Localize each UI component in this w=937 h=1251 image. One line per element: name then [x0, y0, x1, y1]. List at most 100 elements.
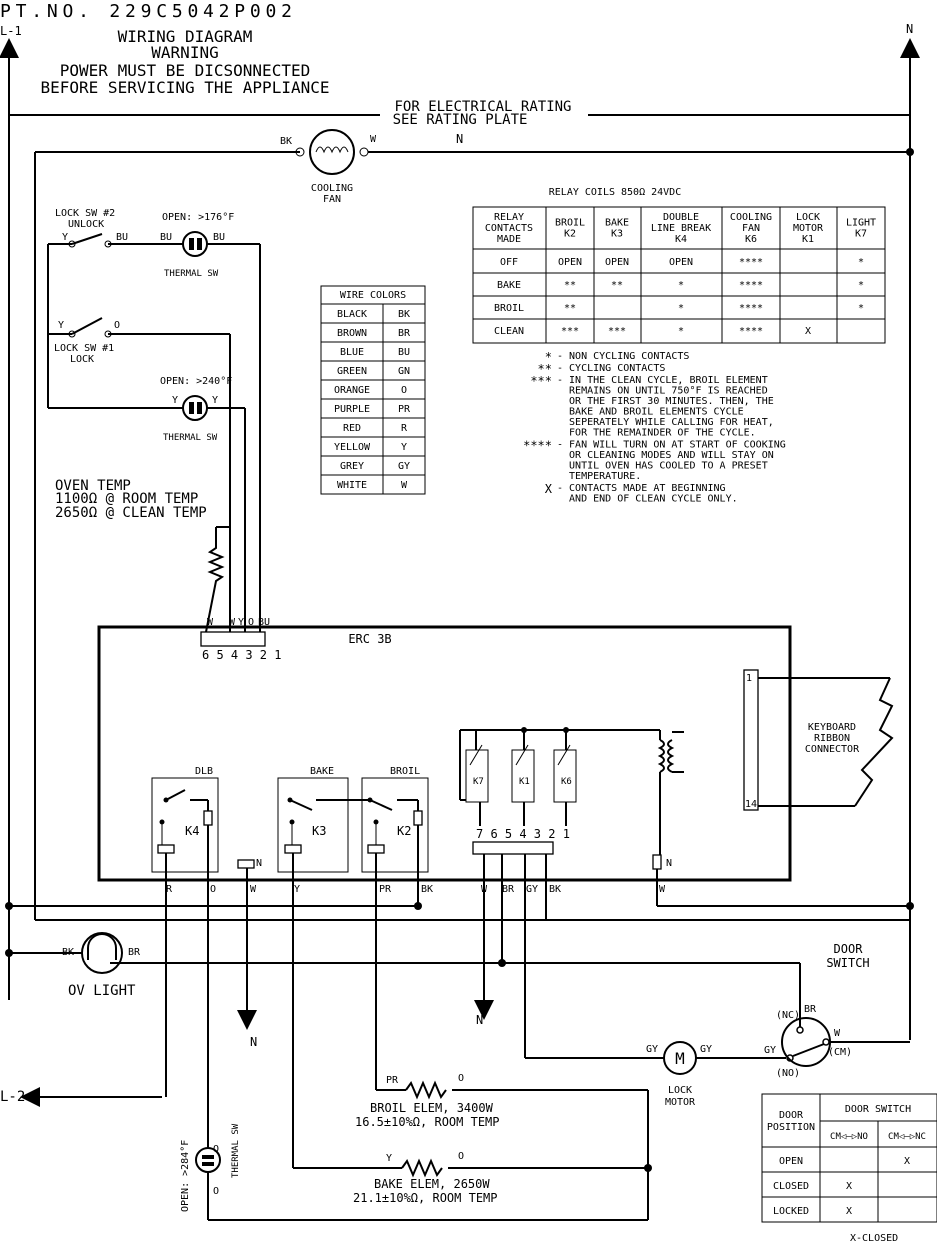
note-text: FOR THE REMAINDER OF THE CYCLE.: [557, 428, 756, 439]
bake-element-icon: [401, 1158, 443, 1178]
oven-temp-label: OVEN TEMP: [55, 478, 131, 494]
note-text: TEMPERATURE.: [557, 471, 641, 482]
relay-table-cell: **: [564, 303, 576, 314]
door-switch-nc: (NC): [776, 1010, 800, 1021]
relay-table-header: K6: [745, 234, 757, 245]
thermal1-rating: OPEN: >176°F: [162, 212, 234, 223]
note-text: - CONTACTS MADE AT BEGINNING: [557, 483, 726, 494]
ribbon-pin-14: 14: [745, 799, 757, 810]
lock-sw2-wire-b: BU: [116, 232, 128, 243]
rail-l2-label: L-2: [0, 1089, 25, 1105]
door-switch-table: DOOR POSITION DOOR SWITCH CM◁—▷NO CM◁—▷N…: [761, 1093, 937, 1244]
relay-table-header: K2: [564, 229, 576, 240]
bottom-wire-label: GY: [526, 884, 538, 895]
relay-table-header: MOTOR: [793, 223, 824, 234]
bottom-wiring: BK BR OV LIGHT N N O O OPEN: >284°F THER…: [5, 854, 910, 1221]
wire-color-code: BK: [398, 309, 410, 320]
thermal2-wire-b: Y: [212, 395, 218, 406]
bottom-wire-label: W: [481, 884, 488, 895]
lock-motor-label: LOCK: [668, 1085, 692, 1096]
lock-sw1-wire-a: Y: [58, 320, 64, 331]
lock-motor-wire-b: GY: [700, 1044, 712, 1055]
bottom-wire-label: R: [166, 884, 173, 895]
relay-table-header: K4: [675, 234, 687, 245]
relay-k2-label: K2: [397, 824, 411, 838]
lock-sw1-sub: LOCK: [70, 354, 94, 365]
erc-n-term-2: N: [666, 858, 672, 869]
erc-label: ERC 3B: [348, 632, 391, 646]
thermal2-rating: OPEN: >240°F: [160, 376, 232, 387]
relay-table-header: COOLING: [730, 212, 772, 223]
door-table-cell: X: [846, 1206, 852, 1217]
note-text: REMAINS ON UNTIL 750°F IS REACHED: [557, 386, 768, 397]
wire-color-name: GREEN: [337, 366, 367, 377]
bottom-wire-label: W: [659, 884, 666, 895]
relay-table-cell: **: [564, 280, 576, 291]
thermal3-wire-b: O: [213, 1186, 219, 1197]
bottom-wire-label: O: [210, 884, 216, 895]
part-number: PT.NO. 229C5042P002: [0, 1, 292, 22]
erc-right-pins: 7 6 5 4 3 2 1: [476, 827, 570, 841]
power-rails: L-1 N L-2: [0, 22, 920, 1107]
oven-temp-sensor-icon: [205, 527, 225, 633]
relay-table-cell: ****: [739, 326, 763, 337]
relay-k3-label: K3: [312, 824, 326, 838]
fan-icon: [309, 129, 355, 175]
thermal2-label: THERMAL SW: [163, 433, 218, 443]
n-arrow-label-a: N: [250, 1035, 257, 1049]
door-table-position: CLOSED: [773, 1181, 809, 1192]
wire-color-code: O: [401, 385, 407, 396]
wire-color-name: BROWN: [337, 328, 367, 339]
wire-color-name: WHITE: [337, 480, 367, 491]
wire-color-name: BLUE: [340, 347, 364, 358]
connector-wire-label: BU: [258, 617, 270, 628]
connector-wire-label: W: [207, 617, 214, 628]
relay-table-cell: **: [611, 280, 623, 291]
connector-wire-label: W: [229, 617, 236, 628]
relay-table-cell: OPEN: [605, 257, 629, 268]
thermal3-wire-a: O: [213, 1144, 219, 1155]
relay-table-cell: ****: [739, 303, 763, 314]
relay-table-cell: OPEN: [558, 257, 582, 268]
relay-table-cell: ***: [561, 326, 579, 337]
door-switch-cm: (CM): [828, 1047, 852, 1058]
thermal-switch-icon: [182, 395, 208, 421]
door-table-position: LOCKED: [773, 1206, 809, 1217]
note-text: SEPERATELY WHILE CALLING FOR HEAT,: [557, 417, 774, 428]
wire-color-name: RED: [343, 423, 361, 434]
note-symbol: *: [545, 350, 552, 364]
bake-elem-wire-b: O: [458, 1151, 464, 1162]
wire-color-code: R: [401, 423, 408, 434]
relay-table-cell: OPEN: [669, 257, 693, 268]
fan-out-wire: W: [370, 134, 377, 145]
oven-temp-clean: 2650Ω @ CLEAN TEMP: [55, 505, 207, 521]
cooling-fan: BK W N COOLING FAN: [35, 129, 914, 205]
relay-k6-label: K6: [561, 777, 572, 787]
keyboard-label: KEYBOARD: [808, 722, 856, 733]
relay-table-cell: ****: [739, 257, 763, 268]
relay-table-header: LINE BREAK: [651, 223, 711, 234]
lock-motor-wire-a: GY: [646, 1044, 658, 1055]
erc-left-pins: 6 5 4 3 2 1: [202, 648, 281, 662]
warning-line-2: BEFORE SERVICING THE APPLIANCE: [41, 78, 330, 97]
bottom-wire-label: BK: [549, 884, 561, 895]
ov-light-out-wire: BR: [128, 947, 141, 958]
lock-sw2-wire-a: Y: [62, 232, 68, 243]
relay-table-cell: ***: [608, 326, 626, 337]
relay-bake-label: BAKE: [310, 766, 334, 777]
wire-color-code: GN: [398, 366, 410, 377]
relay-table-cell: BAKE: [497, 280, 521, 291]
relay-table-cell: *: [678, 326, 684, 337]
header: PT.NO. 229C5042P002 WIRING DIAGRAM WARNI…: [0, 1, 572, 128]
rating-line-1: FOR ELECTRICAL RATING: [394, 99, 571, 115]
broil-elem-resistance: 16.5±10%Ω, ROOM TEMP: [355, 1115, 500, 1129]
lock-circuit: LOCK SW #2 UNLOCK Y BU Y O LOCK SW #1 LO…: [34, 152, 261, 920]
wire-color-name: GREY: [340, 461, 364, 472]
relay-k1-label: K1: [519, 777, 530, 787]
wire-color-code: W: [401, 480, 408, 491]
erc-n-term: N: [256, 858, 262, 869]
relay-table-cell: OFF: [500, 257, 518, 268]
note-text: UNTIL OVEN HAS COOLED TO A PRESET: [557, 461, 768, 472]
note-symbol: **: [538, 362, 552, 376]
